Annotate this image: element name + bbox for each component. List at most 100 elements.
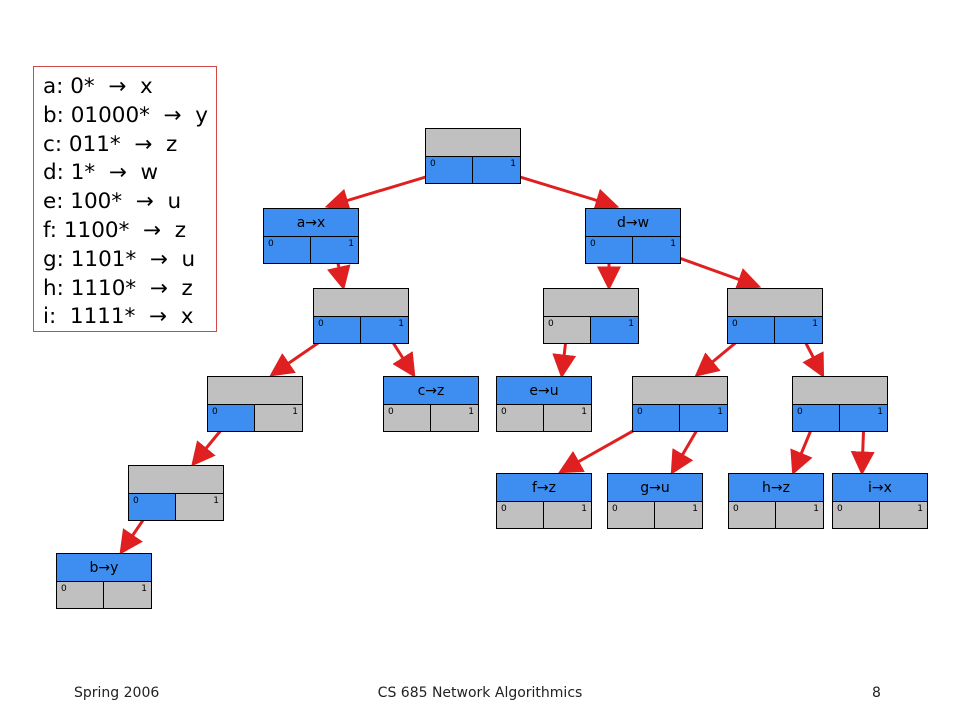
trie-node-h: h→z 0 1 <box>728 473 824 529</box>
node-label: h→z <box>728 473 824 501</box>
bit-label: 0 <box>268 239 274 249</box>
node-left-pointer: 0 <box>832 501 880 529</box>
node-right-pointer: 1 <box>775 316 823 344</box>
bit-label: 0 <box>430 159 436 169</box>
node-right-pointer: 1 <box>544 501 592 529</box>
legend-line-d: d: 1* → w <box>43 160 159 186</box>
node-left-pointer: 0 <box>632 404 680 432</box>
node-left-pointer: 0 <box>496 501 544 529</box>
node-label <box>632 376 728 404</box>
node-left-pointer: 0 <box>383 404 431 432</box>
bit-label: 0 <box>133 496 139 506</box>
bit-label: 1 <box>692 504 698 514</box>
bit-label: 0 <box>732 319 738 329</box>
node-label: c→z <box>383 376 479 404</box>
footer-course: CS 685 Network Algorithmics <box>377 685 583 701</box>
node-label <box>128 465 224 493</box>
node-right-pointer: 1 <box>840 404 888 432</box>
bit-label: 0 <box>590 239 596 249</box>
node-label: a→x <box>263 208 359 236</box>
node-left-pointer: 0 <box>263 236 311 264</box>
bit-label: 0 <box>388 407 394 417</box>
bit-label: 1 <box>877 407 883 417</box>
node-left-pointer: 0 <box>585 236 633 264</box>
node-label <box>207 376 303 404</box>
bit-label: 0 <box>548 319 554 329</box>
bit-label: 1 <box>812 319 818 329</box>
node-label <box>727 288 823 316</box>
node-left-pointer: 0 <box>313 316 361 344</box>
bit-label: 1 <box>628 319 634 329</box>
node-right-pointer: 1 <box>473 156 521 184</box>
legend-line-h: h: 1110* → z <box>43 275 193 301</box>
bit-label: 1 <box>581 407 587 417</box>
node-right-pointer: 1 <box>776 501 824 529</box>
node-label: i→x <box>832 473 928 501</box>
bit-label: 0 <box>501 407 507 417</box>
bit-label: 0 <box>61 584 67 594</box>
bit-label: 0 <box>501 504 507 514</box>
node-right-pointer: 1 <box>680 404 728 432</box>
node-left-pointer: 0 <box>792 404 840 432</box>
node-left-pointer: 0 <box>128 493 176 521</box>
bit-label: 0 <box>733 504 739 514</box>
bit-label: 0 <box>797 407 803 417</box>
legend-line-b: b: 01000* → y <box>43 102 208 128</box>
node-right-pointer: 1 <box>591 316 639 344</box>
legend-line-g: g: 1101* → u <box>43 246 196 272</box>
node-right-pointer: 1 <box>880 501 928 529</box>
bit-label: 1 <box>717 407 723 417</box>
node-label <box>792 376 888 404</box>
bit-label: 0 <box>837 504 843 514</box>
bit-label: 0 <box>318 319 324 329</box>
node-left-pointer: 0 <box>207 404 255 432</box>
bit-label: 1 <box>213 496 219 506</box>
node-label: d→w <box>585 208 681 236</box>
node-right-pointer: 1 <box>633 236 681 264</box>
node-label: g→u <box>607 473 703 501</box>
node-right-pointer: 1 <box>361 316 409 344</box>
footer-date: Spring 2006 <box>74 685 160 701</box>
trie-node-c: c→z 0 1 <box>383 376 479 432</box>
bit-label: 0 <box>637 407 643 417</box>
footer-page-number: 8 <box>872 685 881 701</box>
node-right-pointer: 1 <box>176 493 224 521</box>
trie-node-a: a→x 0 1 <box>263 208 359 264</box>
node-left-pointer: 0 <box>425 156 473 184</box>
node-left-pointer: 0 <box>728 501 776 529</box>
node-left-pointer: 0 <box>543 316 591 344</box>
node-right-pointer: 1 <box>104 581 152 609</box>
bit-label: 1 <box>292 407 298 417</box>
node-right-pointer: 1 <box>431 404 479 432</box>
legend-line-c: c: 011* → z <box>43 131 178 157</box>
node-right-pointer: 1 <box>544 404 592 432</box>
bit-label: 1 <box>468 407 474 417</box>
legend-line-a: a: 0* → x <box>43 74 153 99</box>
node-label: f→z <box>496 473 592 501</box>
bit-label: 1 <box>141 584 147 594</box>
node-left-pointer: 0 <box>727 316 775 344</box>
bit-label: 1 <box>581 504 587 514</box>
node-right-pointer: 1 <box>655 501 703 529</box>
prefix-legend: a: 0* → x b: 01000* → y c: 011* → z d: 1… <box>33 66 217 332</box>
node-right-pointer: 1 <box>311 236 359 264</box>
node-label <box>313 288 409 316</box>
legend-line-f: f: 1100* → z <box>43 217 186 243</box>
legend-line-e: e: 100* → u <box>43 189 182 215</box>
bit-label: 1 <box>348 239 354 249</box>
legend-line-i: i: 1111* → x <box>43 304 194 330</box>
node-right-pointer: 1 <box>255 404 303 432</box>
trie-node-f: f→z 0 1 <box>496 473 592 529</box>
